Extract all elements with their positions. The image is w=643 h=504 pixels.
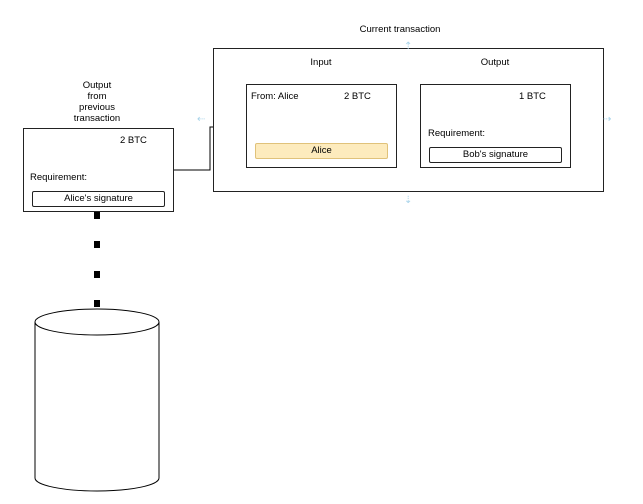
alice-signature-pill[interactable]: Alice's signature [32,191,165,207]
output-header: Output [480,57,510,68]
output-requirement-label: Requirement: [428,128,486,139]
caption-line-3: previous [79,102,115,113]
output-amount: 1 BTC [519,91,546,102]
current-transaction-title: Current transaction [359,24,441,35]
alice-signer-pill[interactable]: Alice [255,143,388,159]
handle-right-arrow-icon[interactable]: ⇢ [603,114,612,125]
previous-output-caption: Output from previous transaction [62,80,132,124]
handle-up-arrow-icon[interactable]: ⇡ [404,41,413,52]
handle-down-arrow-icon[interactable]: ⇣ [404,195,413,206]
database-cylinder [34,308,160,492]
caption-line-1: Output [82,80,112,91]
bob-signature-pill[interactable]: Bob's signature [429,147,562,163]
handle-left-arrow-icon[interactable]: ⇠ [197,114,206,125]
caption-line-2: from [87,91,107,102]
input-from-label: From: Alice [251,91,299,102]
caption-line-4: transaction [73,113,121,124]
dotted-link [94,212,100,307]
input-amount: 2 BTC [344,91,371,102]
previous-requirement-label: Requirement: [30,172,88,183]
previous-output-amount: 2 BTC [120,135,147,146]
input-header: Input [310,57,332,68]
